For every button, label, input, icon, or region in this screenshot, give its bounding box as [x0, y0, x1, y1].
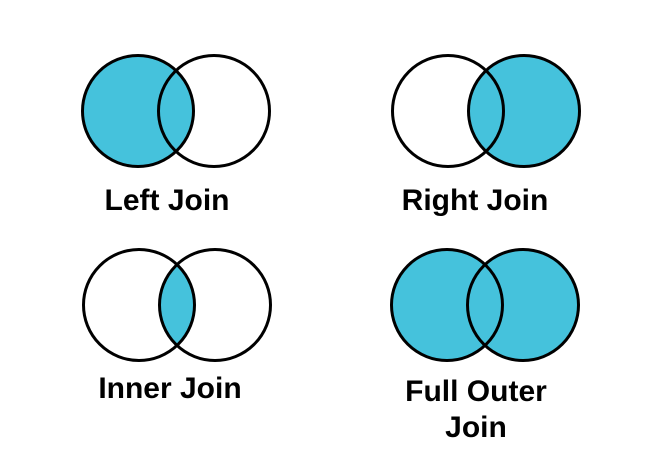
label-right-join: Right Join — [401, 184, 549, 217]
full-outer-join-venn-icon — [390, 248, 580, 362]
inner-join-venn-icon — [82, 248, 272, 362]
venn-diagram-right-join — [389, 53, 583, 169]
right-join-venn-icon — [391, 54, 581, 168]
label-full-outer-join: Full Outer Join — [405, 375, 547, 444]
left-join-venn-icon — [81, 54, 271, 168]
left-circle-outline — [390, 248, 504, 362]
left-circle-outline — [81, 54, 195, 168]
right-circle-outline — [157, 54, 271, 168]
label-inner-join: Inner Join — [98, 372, 242, 405]
right-circle-outline — [158, 248, 272, 362]
left-circle-outline — [82, 248, 196, 362]
left-circle-outline — [391, 54, 505, 168]
right-circle-outline — [467, 54, 581, 168]
venn-diagram-full-outer-join — [388, 247, 582, 363]
venn-diagram-inner-join — [80, 247, 274, 363]
label-left-join: Left Join — [104, 184, 230, 217]
venn-diagram-left-join — [79, 53, 273, 169]
right-circle-outline — [466, 248, 580, 362]
